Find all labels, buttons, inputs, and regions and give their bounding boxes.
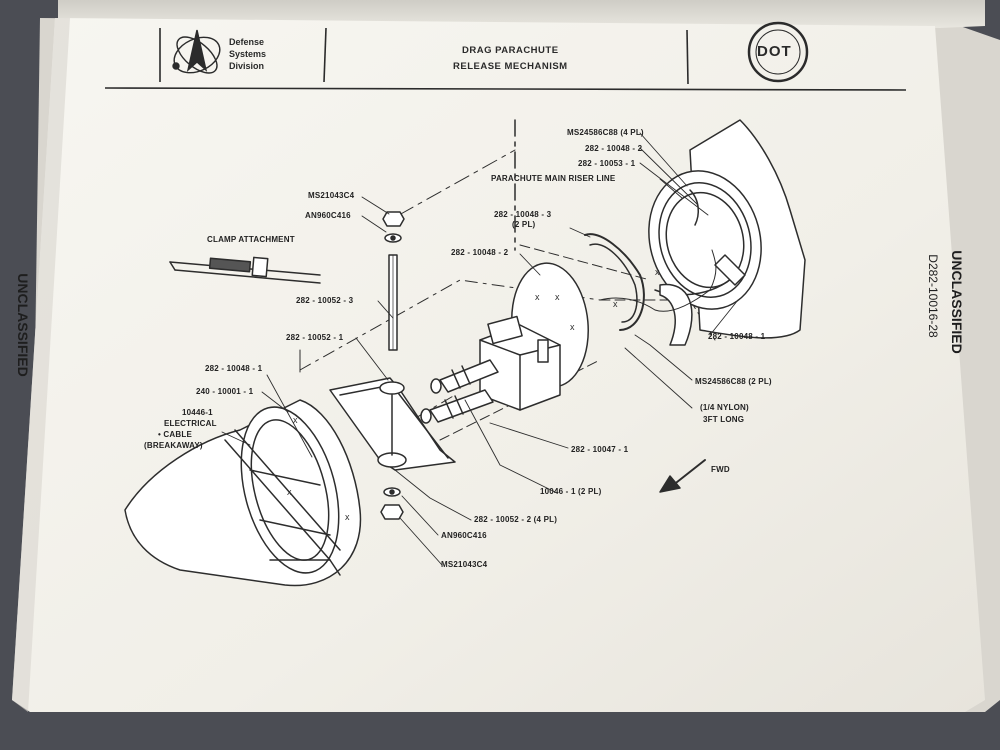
document-number: D282-10016-28 [926, 254, 940, 338]
defense-systems-logo-icon [172, 29, 221, 74]
label-cable-breakaway: (BREAKAWAY) [144, 441, 203, 450]
svg-text:x: x [655, 267, 660, 277]
label-282-10048-1-right: 282 - 10048 - 1 [708, 332, 766, 341]
drawing-title-line2: RELEASE MECHANISM [453, 61, 568, 72]
label-282-10047-1: 282 - 10047 - 1 [571, 445, 629, 454]
svg-text:x: x [535, 292, 540, 302]
label-282-10048-2-mid: 282 - 10048 - 2 [451, 248, 509, 257]
svg-text:x: x [293, 415, 298, 425]
dot-logo-icon [747, 21, 809, 83]
forward-arrow-icon [659, 459, 706, 493]
label-282-10048-3: 282 - 10048 - 3 [494, 210, 552, 219]
label-282-10052-1: 282 - 10052 - 1 [286, 333, 344, 342]
release-actuator-block [420, 315, 561, 424]
dot-logo-text: DOT [757, 43, 792, 60]
label-cable-cable: • CABLE [158, 430, 192, 439]
svg-text:x: x [555, 292, 560, 302]
label-282-10048-2-top: 282 - 10048 - 2 [585, 144, 643, 153]
svg-text:x: x [613, 299, 618, 309]
label-282-10048-1-left: 282 - 10048 - 1 [205, 364, 263, 373]
label-ms21043c4-top: MS21043C4 [308, 191, 355, 200]
org-name-line2: Systems [229, 49, 267, 59]
label-cable-part: 10446-1 [182, 408, 213, 417]
label-clamp-attachment: CLAMP ATTACHMENT [207, 235, 295, 244]
label-282-10052-3: 282 - 10052 - 3 [296, 296, 354, 305]
left-drum-assembly: x x x [124, 399, 362, 587]
svg-text:x: x [345, 512, 350, 522]
clamp-attachment-detail [169, 256, 321, 284]
svg-text:x: x [570, 322, 575, 332]
label-fwd: FWD [711, 465, 730, 474]
label-cable-electrical: ELECTRICAL [164, 419, 217, 428]
label-282-10048-3-qty: (2 PL) [512, 220, 536, 229]
label-nylon-line: (1/4 NYLON) [700, 403, 749, 412]
label-ms21043c4-bottom: MS21043C4 [441, 560, 488, 569]
org-name-line3: Division [229, 61, 265, 71]
drawing-title-line1: DRAG PARACHUTE [462, 45, 559, 56]
bracket-frame [329, 377, 456, 471]
label-10046-1: 10046 - 1 (2 PL) [540, 487, 602, 496]
org-name-line1: Defense [229, 37, 265, 47]
right-classification-marking: UNCLASSIFIED [949, 250, 965, 354]
right-ring-assembly: x x [584, 119, 806, 346]
label-282-10053-1: 282 - 10053 - 1 [578, 159, 636, 168]
label-ms24586c88-2pl: MS24586C88 (2 PL) [695, 377, 772, 386]
label-nylon-length: 3FT LONG [703, 415, 745, 424]
label-282-10052-2: 282 - 10052 - 2 (4 PL) [474, 515, 558, 524]
label-ms24586c88-4pl: MS24586C88 (4 PL) [567, 128, 644, 137]
label-parachute-main-riser-line: PARACHUTE MAIN RISER LINE [491, 174, 616, 183]
left-classification-marking: UNCLASSIFIED [15, 273, 31, 377]
label-an960c416-bottom: AN960C416 [441, 531, 487, 540]
label-an960c416-top: AN960C416 [305, 211, 351, 220]
label-240-10001-1: 240 - 10001 - 1 [196, 387, 254, 396]
svg-text:x: x [287, 487, 292, 497]
